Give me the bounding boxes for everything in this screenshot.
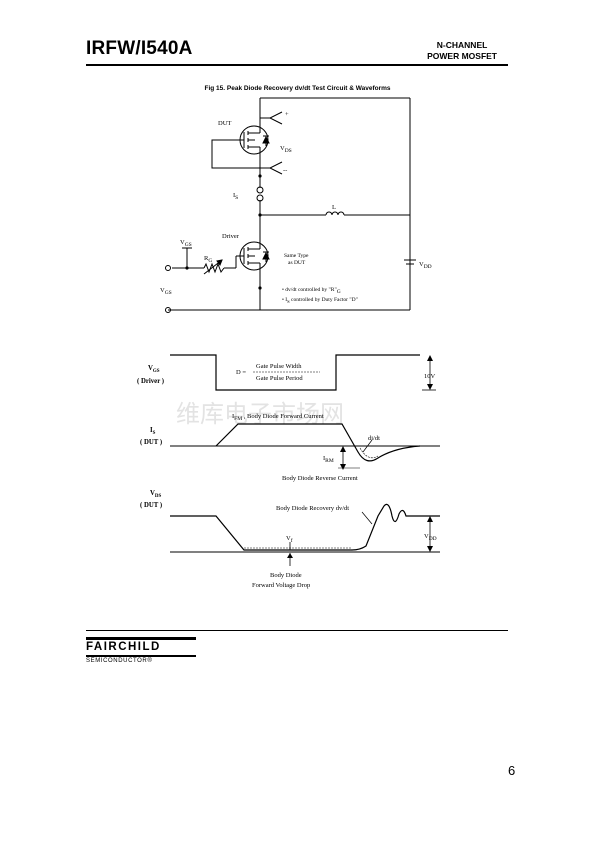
junction-dot [185, 266, 189, 270]
forward-drop-label-2: Forward Voltage Drop [252, 582, 310, 589]
vgs-bottom-label: VGS [160, 287, 172, 296]
rg-label: RG [204, 255, 212, 264]
watermark: 维库电子市场网 [176, 400, 344, 428]
vgs-waveform [170, 354, 420, 391]
note-is: • IS controlled by Duty Factor "D" [282, 297, 358, 304]
logo-word: FAIRCHILD [86, 641, 161, 653]
duty-prefix: D = [236, 369, 246, 376]
vdd-wave-label: VDD [424, 533, 437, 542]
same-type-label-1: Same Type [284, 253, 309, 259]
logo-subtitle: SEMICONDUCTOR® [86, 658, 153, 664]
device-type-line1: N-CHANNEL [436, 40, 488, 50]
junction-dot [258, 286, 262, 290]
test-circuit [165, 97, 416, 313]
wave-is-label: IS [150, 427, 156, 436]
junction-dot [258, 213, 262, 217]
fairchild-logo: FAIRCHILD SEMICONDUCTOR® [86, 637, 196, 664]
ifm-label: IFM , Body Diode Forward Current [232, 413, 324, 422]
duty-denominator: Gate Pulse Period [256, 375, 303, 382]
logo-bar [86, 655, 196, 657]
vds-waveform [170, 503, 440, 551]
device-type: N-CHANNEL POWER MOSFET [427, 40, 497, 62]
irm-label: IRM [323, 455, 334, 464]
recovery-dvdt-label: Body Diode Recovery dv/dt [276, 505, 349, 512]
vdd-circuit-label: VDD [419, 261, 432, 270]
note-dvdt: • dv/dt controlled by "R"G [282, 287, 341, 295]
label-10v: 10V [424, 373, 436, 380]
plus-label: + [285, 111, 289, 118]
page-number: 6 [508, 763, 516, 778]
inductor-label: L [332, 204, 336, 211]
header-rule [86, 64, 508, 66]
same-type-label-2: as DUT [288, 260, 306, 266]
figure-title: Fig 15. Peak Diode Recovery dv/dt Test C… [204, 85, 391, 92]
wave-is-desc: ( DUT ) [140, 439, 162, 446]
duty-numerator: Gate Pulse Width [256, 363, 302, 370]
vds-label: VDS [280, 145, 292, 154]
wave-vds-desc: ( DUT ) [140, 502, 162, 509]
driver-label: Driver [222, 233, 240, 240]
vf-label: Vf [286, 535, 293, 544]
forward-drop-label-1: Body Diode [270, 572, 302, 579]
vgs-input-label: VGS [180, 239, 192, 248]
waveforms [170, 354, 440, 566]
dut-label: DUT [218, 120, 231, 127]
device-type-line2: POWER MOSFET [427, 51, 497, 61]
logo-bar [86, 637, 196, 640]
didt-label: di/dt [368, 435, 380, 442]
footer-rule [86, 630, 508, 631]
wave-vgs-desc: ( Driver ) [137, 378, 164, 385]
is-waveform [215, 423, 421, 462]
part-number: IRFW/I540A [86, 38, 193, 59]
wave-vds-label: VDS [150, 490, 162, 499]
minus-label: -- [283, 167, 287, 174]
reverse-current-label: Body Diode Reverse Current [282, 475, 358, 482]
wave-vgs-label: VGS [148, 365, 160, 374]
is-label: IS [233, 192, 238, 201]
junction-dot [258, 174, 262, 178]
